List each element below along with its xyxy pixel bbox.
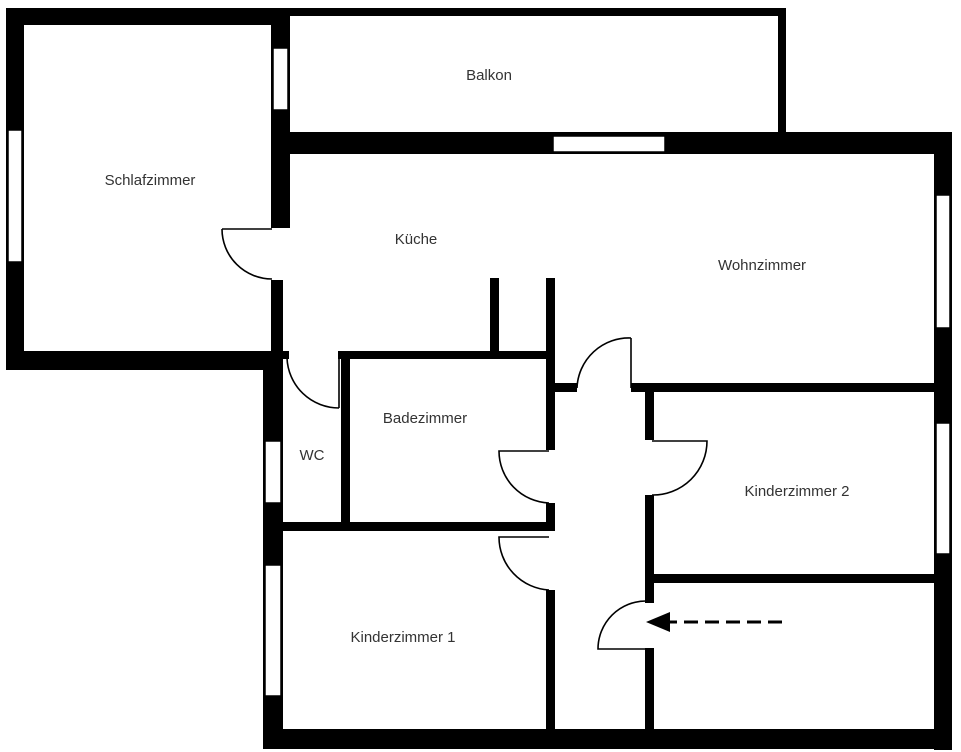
window-kinder1-left bbox=[264, 564, 282, 697]
wall-kueche-wc-stub bbox=[283, 351, 289, 359]
label-kueche: Küche bbox=[395, 231, 438, 248]
wall-bad-flur-upper bbox=[546, 355, 555, 450]
wall-bad-flur-lower bbox=[546, 503, 555, 531]
wall-flur-kinder2-upper bbox=[645, 388, 654, 440]
wall-kinder2-bottom bbox=[650, 574, 936, 583]
door-badezimmer bbox=[498, 450, 550, 504]
wall-schlafzimmer-kueche-upper bbox=[271, 8, 290, 228]
door-kinderzimmer-1 bbox=[498, 536, 550, 591]
wall-schlafzimmer-bottom bbox=[6, 351, 283, 370]
wall-wohnzimmer-bottom bbox=[631, 383, 936, 392]
wall-schlafzimmer-kueche-lower bbox=[271, 280, 283, 370]
wall-wc-bad bbox=[341, 355, 350, 526]
door-kinderzimmer-2 bbox=[651, 440, 708, 496]
window-schlafzimmer-balkon bbox=[272, 47, 289, 111]
windows bbox=[7, 47, 951, 697]
wall-bad-kinder1 bbox=[283, 522, 555, 531]
window-wohnzimmer-right bbox=[935, 194, 951, 329]
window-wohnzimmer-top bbox=[552, 135, 666, 153]
wall-kueche-bad bbox=[338, 351, 555, 359]
label-schlafzimmer: Schlafzimmer bbox=[105, 172, 196, 189]
door-wohnzimmer bbox=[576, 337, 632, 389]
wall-bottom bbox=[263, 729, 952, 749]
wall-kueche-partition-b bbox=[546, 278, 555, 358]
wall-balkon-right bbox=[778, 8, 786, 138]
label-badezimmer: Badezimmer bbox=[383, 410, 467, 427]
room-labels: Balkon Schlafzimmer Küche Wohnzimmer Bad… bbox=[105, 67, 850, 646]
window-wc-left bbox=[264, 440, 282, 504]
entry-arrow bbox=[646, 612, 782, 632]
door-wc bbox=[286, 357, 340, 409]
door-entrance bbox=[597, 600, 647, 650]
wall-balkon-top bbox=[271, 8, 786, 16]
wall-kueche-partition-a bbox=[490, 278, 499, 358]
wall-flur-abstell bbox=[645, 648, 654, 740]
wall-schlafzimmer-top bbox=[6, 8, 290, 25]
label-wc: WC bbox=[300, 447, 325, 464]
label-kinderzimmer-2: Kinderzimmer 2 bbox=[744, 483, 849, 500]
wall-flur-kinder2-lower bbox=[645, 495, 654, 603]
wall-kinder1-flur bbox=[546, 590, 555, 740]
window-kinder2-right bbox=[935, 422, 951, 555]
wall-flur-wohnzimmer-stub bbox=[555, 383, 577, 392]
label-kinderzimmer-1: Kinderzimmer 1 bbox=[350, 629, 455, 646]
entry-arrow-head bbox=[646, 612, 670, 632]
window-schlafzimmer-left bbox=[7, 129, 23, 263]
label-balkon: Balkon bbox=[466, 67, 512, 84]
walls bbox=[6, 8, 952, 750]
label-wohnzimmer: Wohnzimmer bbox=[718, 257, 806, 274]
door-schlafzimmer bbox=[221, 228, 273, 280]
doors bbox=[221, 228, 708, 650]
